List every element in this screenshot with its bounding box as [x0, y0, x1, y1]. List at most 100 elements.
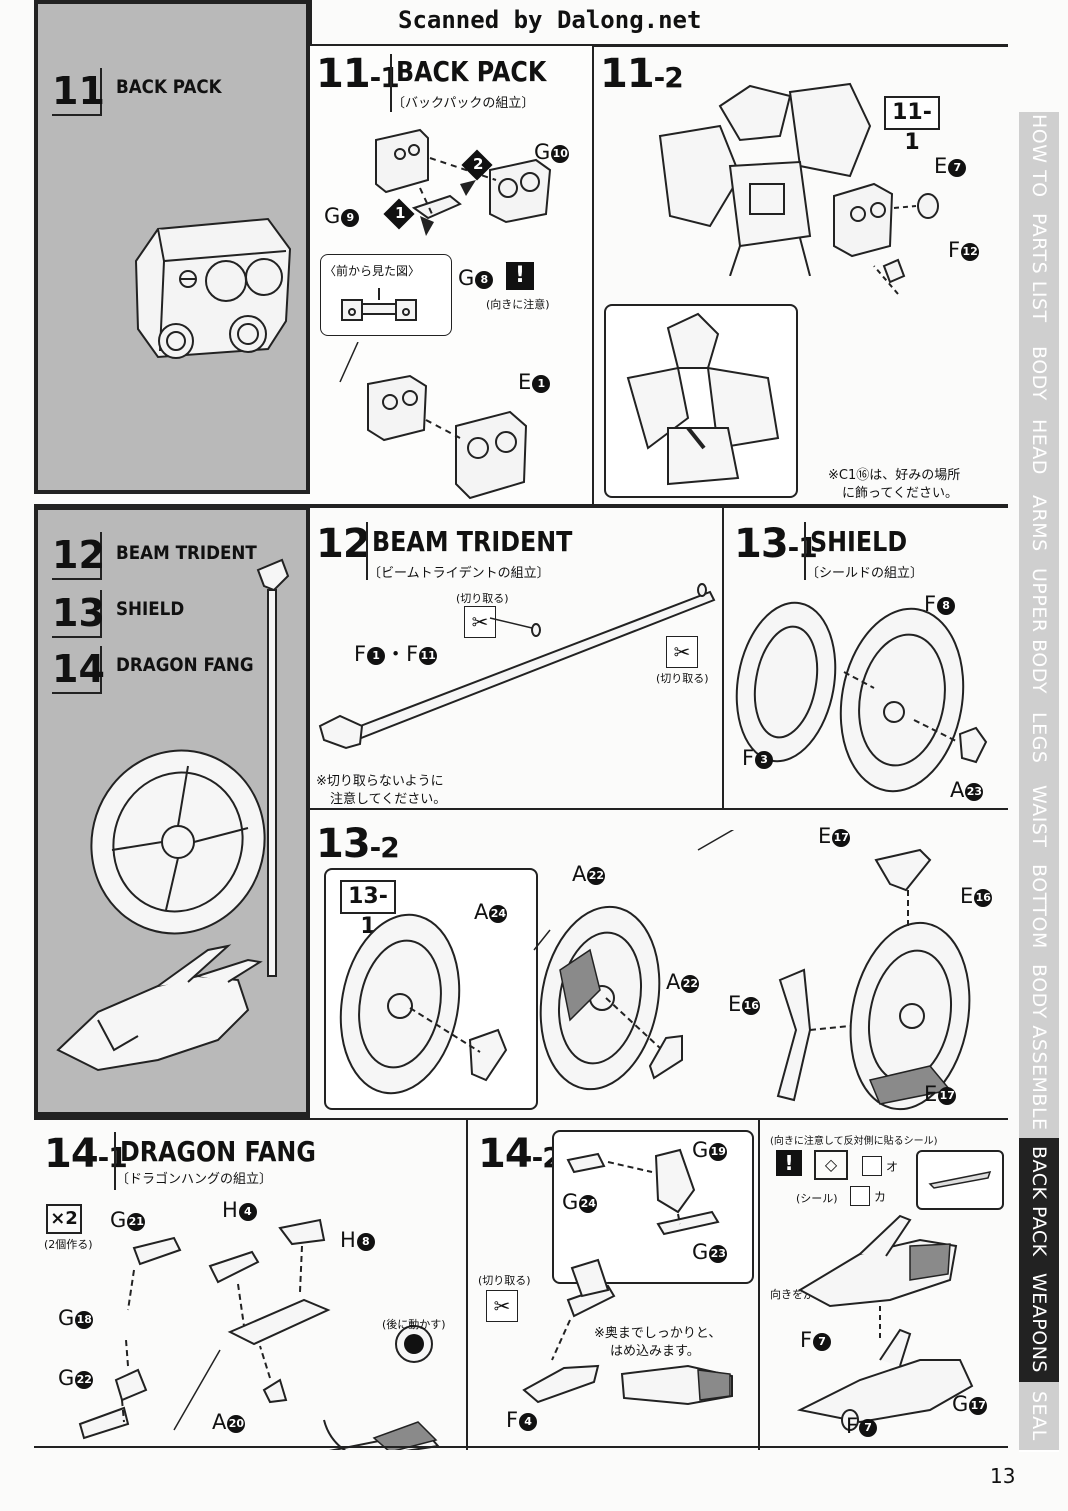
step-subtitle-jp: 〔ビームトライデントの組立〕 — [368, 566, 550, 581]
step-title: SHIELD — [810, 525, 908, 558]
trident-note-line2: 注意してください。 — [330, 792, 447, 807]
index-label-dragon-fang: DRAGON FANG — [116, 654, 254, 676]
backpack-attach-diagram — [833, 182, 939, 295]
insert-note-line1: ※奥までしっかりと、 — [594, 1326, 722, 1341]
ref-box-13-1: 13-1 — [340, 880, 396, 939]
sidebar-tab-upper-body[interactable]: UPPER BODY — [1019, 562, 1059, 702]
times-two-box: ×2 — [46, 1204, 82, 1234]
step-number: 13 — [734, 521, 789, 567]
step-14-1-dragon-fang: 14-1 DRAGON FANG 〔ドラゴンハングの組立〕 ×2 (2個作る) … — [34, 1120, 466, 1450]
step-number: 11 — [316, 51, 371, 97]
step-number: 13 — [316, 821, 371, 867]
front-view-label: 〈前から見た図〉 — [324, 264, 421, 278]
sidebar-tab-bottom[interactable]: BOTTOM — [1019, 856, 1059, 958]
backpack-illustration — [134, 217, 292, 359]
index-number-12: 12 — [52, 533, 105, 577]
sidebar-tab-how-to[interactable]: HOW TO — [1019, 112, 1059, 202]
backpack-parts-diagram — [375, 128, 552, 236]
index-label-shield: SHIELD — [116, 598, 185, 620]
sidebar-tab-body-assemble[interactable]: BODY ASSEMBLE — [1019, 956, 1059, 1140]
backpack-assembled-diagram — [339, 342, 528, 500]
sidebar-tab-head[interactable]: HEAD — [1019, 410, 1059, 486]
dragon-fang-parts-diagram — [78, 1218, 440, 1450]
gundam-torso-illustration — [658, 82, 872, 276]
seal-ka-icon — [850, 1186, 870, 1206]
sidebar-tab-waist[interactable]: WAIST — [1019, 776, 1059, 858]
sidebar-tab-parts-list[interactable]: PARTS LIST — [1019, 200, 1059, 338]
weapons-illustration — [56, 558, 290, 1072]
page-number: 13 — [990, 1464, 1016, 1488]
move-back-label: (後に動かす) — [382, 1318, 446, 1331]
cut-label-2: (切り取る) — [656, 672, 709, 685]
seal-label: (シール) — [796, 1192, 838, 1205]
scan-credit: Scanned by Dalong.net — [398, 6, 702, 34]
nipper-icon-2: ✂ — [666, 636, 698, 668]
caution-text: (向きに注意) — [486, 298, 550, 311]
seal-caution: (向きに注意して反対側に貼るシール) — [770, 1136, 938, 1147]
step-title: DRAGON FANG — [120, 1135, 316, 1168]
index-panel-back-pack: 11 BACK PACK — [34, 0, 310, 494]
step-title: BEAM TRIDENT — [372, 525, 573, 558]
sidebar-tab-weapons[interactable]: WEAPONS — [1019, 1264, 1059, 1384]
cut-label: (切り取る) — [478, 1274, 531, 1287]
caution-icon: ! — [506, 262, 534, 290]
caution-icon: ! — [776, 1150, 802, 1176]
sidebar-tab-seal[interactable]: SEAL — [1019, 1382, 1059, 1452]
seal-ka-label: カ — [874, 1190, 887, 1204]
nipper-icon-1: ✂ — [464, 606, 496, 638]
step-number: 14 — [478, 1131, 533, 1177]
insert-note-line2: はめ込みます。 — [610, 1344, 700, 1359]
step-subtitle-jp: 〔バックパックの組立〕 — [392, 96, 535, 111]
front-view-illustration — [341, 288, 417, 321]
sidebar-tab-body[interactable]: BODY — [1019, 336, 1059, 412]
cut-label-1: (切り取る) — [456, 592, 509, 605]
index-panel-weapons: 12 BEAM TRIDENT 13 SHIELD 14 DRAGON FANG — [34, 506, 310, 1116]
c1-note-line1: ※C1⑯は、好みの場所 — [828, 468, 961, 483]
index-number-14: 14 — [52, 647, 105, 691]
times-note: (2個作る) — [44, 1238, 93, 1251]
reverse-side-icon: ◇ — [814, 1150, 848, 1180]
sidebar-tab-back-pack[interactable]: BACK PACK — [1019, 1138, 1059, 1266]
gundam-detail-illustration — [626, 312, 780, 486]
step-number: 11 — [600, 51, 655, 97]
index-number-13: 13 — [52, 591, 105, 635]
index-label-beam-trident: BEAM TRIDENT — [116, 542, 257, 564]
sidebar-tab-legs[interactable]: LEGS — [1019, 700, 1059, 778]
sidebar-tab-arms[interactable]: ARMS — [1019, 484, 1059, 564]
c1-note-line2: に飾ってください。 — [842, 486, 958, 501]
step-12-beam-trident: 12 BEAM TRIDENT 〔ビームトライデントの組立〕 (切り取る) ✂ … — [310, 508, 722, 808]
step-number: 14 — [44, 1131, 99, 1177]
index-number-11: 11 — [52, 69, 105, 113]
step-subtitle-jp: 〔シールドの組立〕 — [806, 566, 924, 581]
beam-trident-diagram — [318, 583, 716, 750]
shield-assembly-diagram — [339, 830, 971, 1111]
seal-o-label: オ — [886, 1160, 899, 1174]
